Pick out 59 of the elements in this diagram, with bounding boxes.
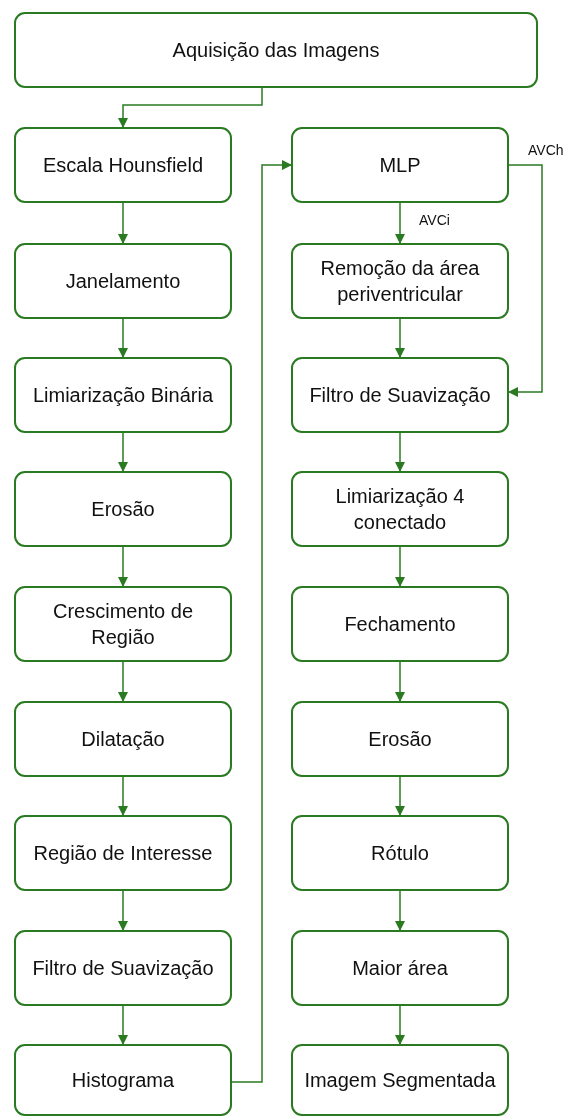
arrow (507, 164, 543, 398)
process-box (291, 243, 509, 319)
arrow (117, 661, 129, 703)
process-box (14, 357, 232, 433)
arrow (117, 1005, 129, 1046)
arrow (117, 776, 129, 817)
process-box (291, 701, 509, 777)
process-box (14, 701, 232, 777)
box-label: Erosão (368, 727, 432, 752)
arrow (394, 1005, 406, 1046)
arrow (117, 202, 129, 245)
arrow (394, 546, 406, 588)
process-box (291, 1044, 509, 1116)
box-label: Filtro de Suavização (32, 956, 214, 981)
arrow (117, 890, 129, 932)
box-label: Erosão (91, 497, 155, 522)
edge-label: AVCh (527, 142, 565, 158)
box-label: Rótulo (371, 841, 429, 866)
box-label: Limiarização Binária (32, 383, 214, 408)
edge-label: AVCi (418, 212, 451, 228)
process-box (291, 586, 509, 662)
box-label: Fechamento (344, 612, 456, 637)
box-label: Filtro de Suavização (309, 383, 491, 408)
process-box (291, 815, 509, 891)
arrow (394, 318, 406, 359)
arrow (117, 318, 129, 359)
box-label: Limiarização 4 conectado (334, 484, 466, 535)
box-label: Crescimento de Região (51, 599, 195, 650)
process-box (291, 930, 509, 1006)
arrow (117, 87, 263, 129)
process-box (14, 930, 232, 1006)
box-label: Histograma (71, 1068, 175, 1093)
box-label: Maior área (352, 956, 448, 981)
box-label: Dilatação (81, 727, 165, 752)
box-label: Imagem Segmentada (304, 1068, 496, 1093)
process-box (14, 12, 538, 88)
box-label: Escala Hounsfield (42, 153, 204, 178)
process-box (291, 471, 509, 547)
arrow (117, 546, 129, 588)
process-box (14, 471, 232, 547)
arrow (117, 432, 129, 473)
box-label: Janelamento (65, 269, 181, 294)
box-label: Aquisição das Imagens (172, 38, 380, 63)
box-label: Região de Interesse (33, 841, 213, 866)
process-box (291, 357, 509, 433)
process-box (14, 243, 232, 319)
box-label: MLP (379, 153, 421, 178)
process-box (14, 586, 232, 662)
process-box (14, 1044, 232, 1116)
arrow (394, 776, 406, 817)
arrow (394, 202, 406, 245)
arrow (231, 159, 293, 1083)
box-label: Remoção da área periventricular (319, 256, 481, 307)
process-box (14, 127, 232, 203)
arrow (394, 890, 406, 932)
process-box (291, 127, 509, 203)
arrow (394, 432, 406, 473)
arrow (394, 661, 406, 703)
process-box (14, 815, 232, 891)
